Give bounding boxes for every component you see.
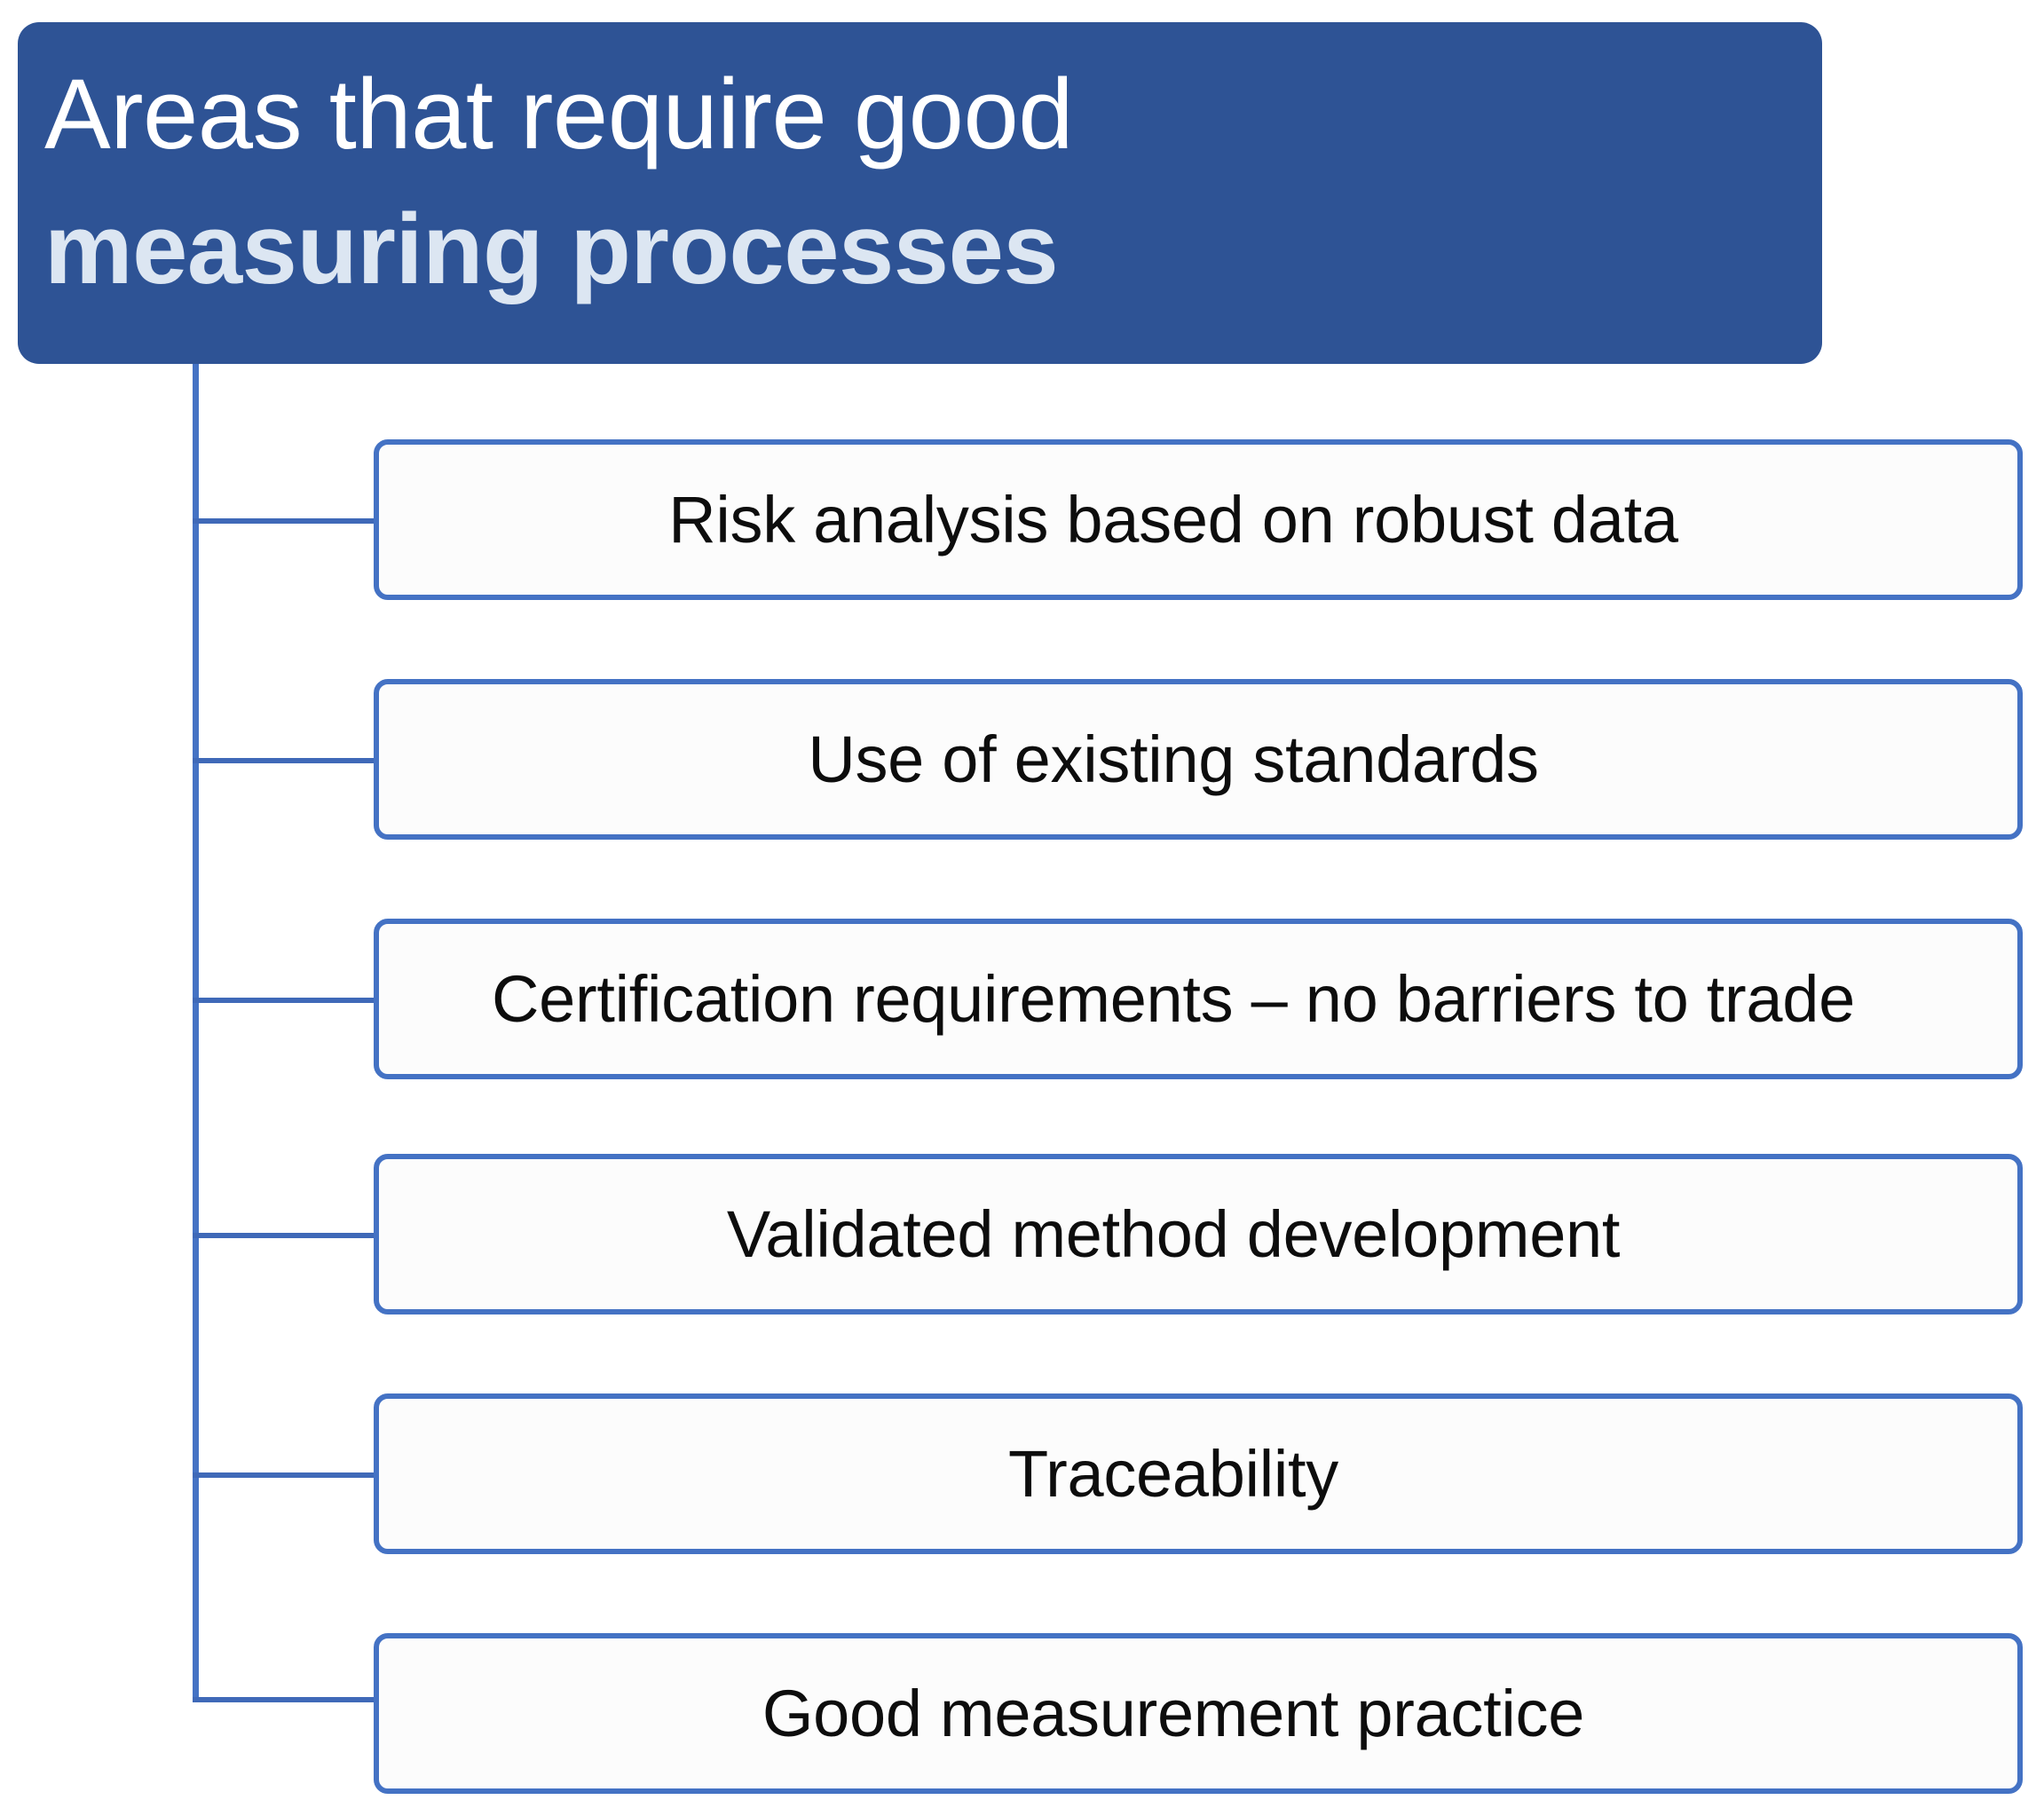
leaf-label: Risk analysis based on robust data (668, 483, 1678, 557)
leaf-node-existing-standards[interactable]: Use of existing standards (374, 679, 2023, 840)
leaf-label: Validated method development (726, 1197, 1621, 1271)
leaf-node-traceability[interactable]: Traceability (374, 1393, 2023, 1554)
branch-connector-6 (193, 1697, 375, 1702)
leaf-label: Use of existing standards (808, 722, 1539, 796)
branch-connector-5 (193, 1472, 375, 1478)
leaf-label: Good measurement practice (762, 1677, 1585, 1750)
leaf-node-risk-analysis[interactable]: Risk analysis based on robust data (374, 439, 2023, 600)
trunk-connector-line (193, 364, 199, 1702)
root-node: Areas that require good measuring proces… (18, 22, 1822, 364)
leaf-node-good-measurement-practice[interactable]: Good measurement practice (374, 1633, 2023, 1794)
leaf-label: Certification requirements – no barriers… (492, 962, 1855, 1036)
branch-connector-4 (193, 1233, 375, 1238)
leaf-label: Traceability (1007, 1437, 1338, 1511)
root-title-line-1: Areas that require good (44, 59, 1074, 170)
leaf-node-certification-requirements[interactable]: Certification requirements – no barriers… (374, 919, 2023, 1079)
branch-connector-2 (193, 758, 375, 763)
branch-connector-3 (193, 998, 375, 1003)
root-title-line-2: measuring processes (44, 193, 1059, 305)
leaf-node-validated-method-development[interactable]: Validated method development (374, 1154, 2023, 1314)
branch-connector-1 (193, 518, 375, 524)
